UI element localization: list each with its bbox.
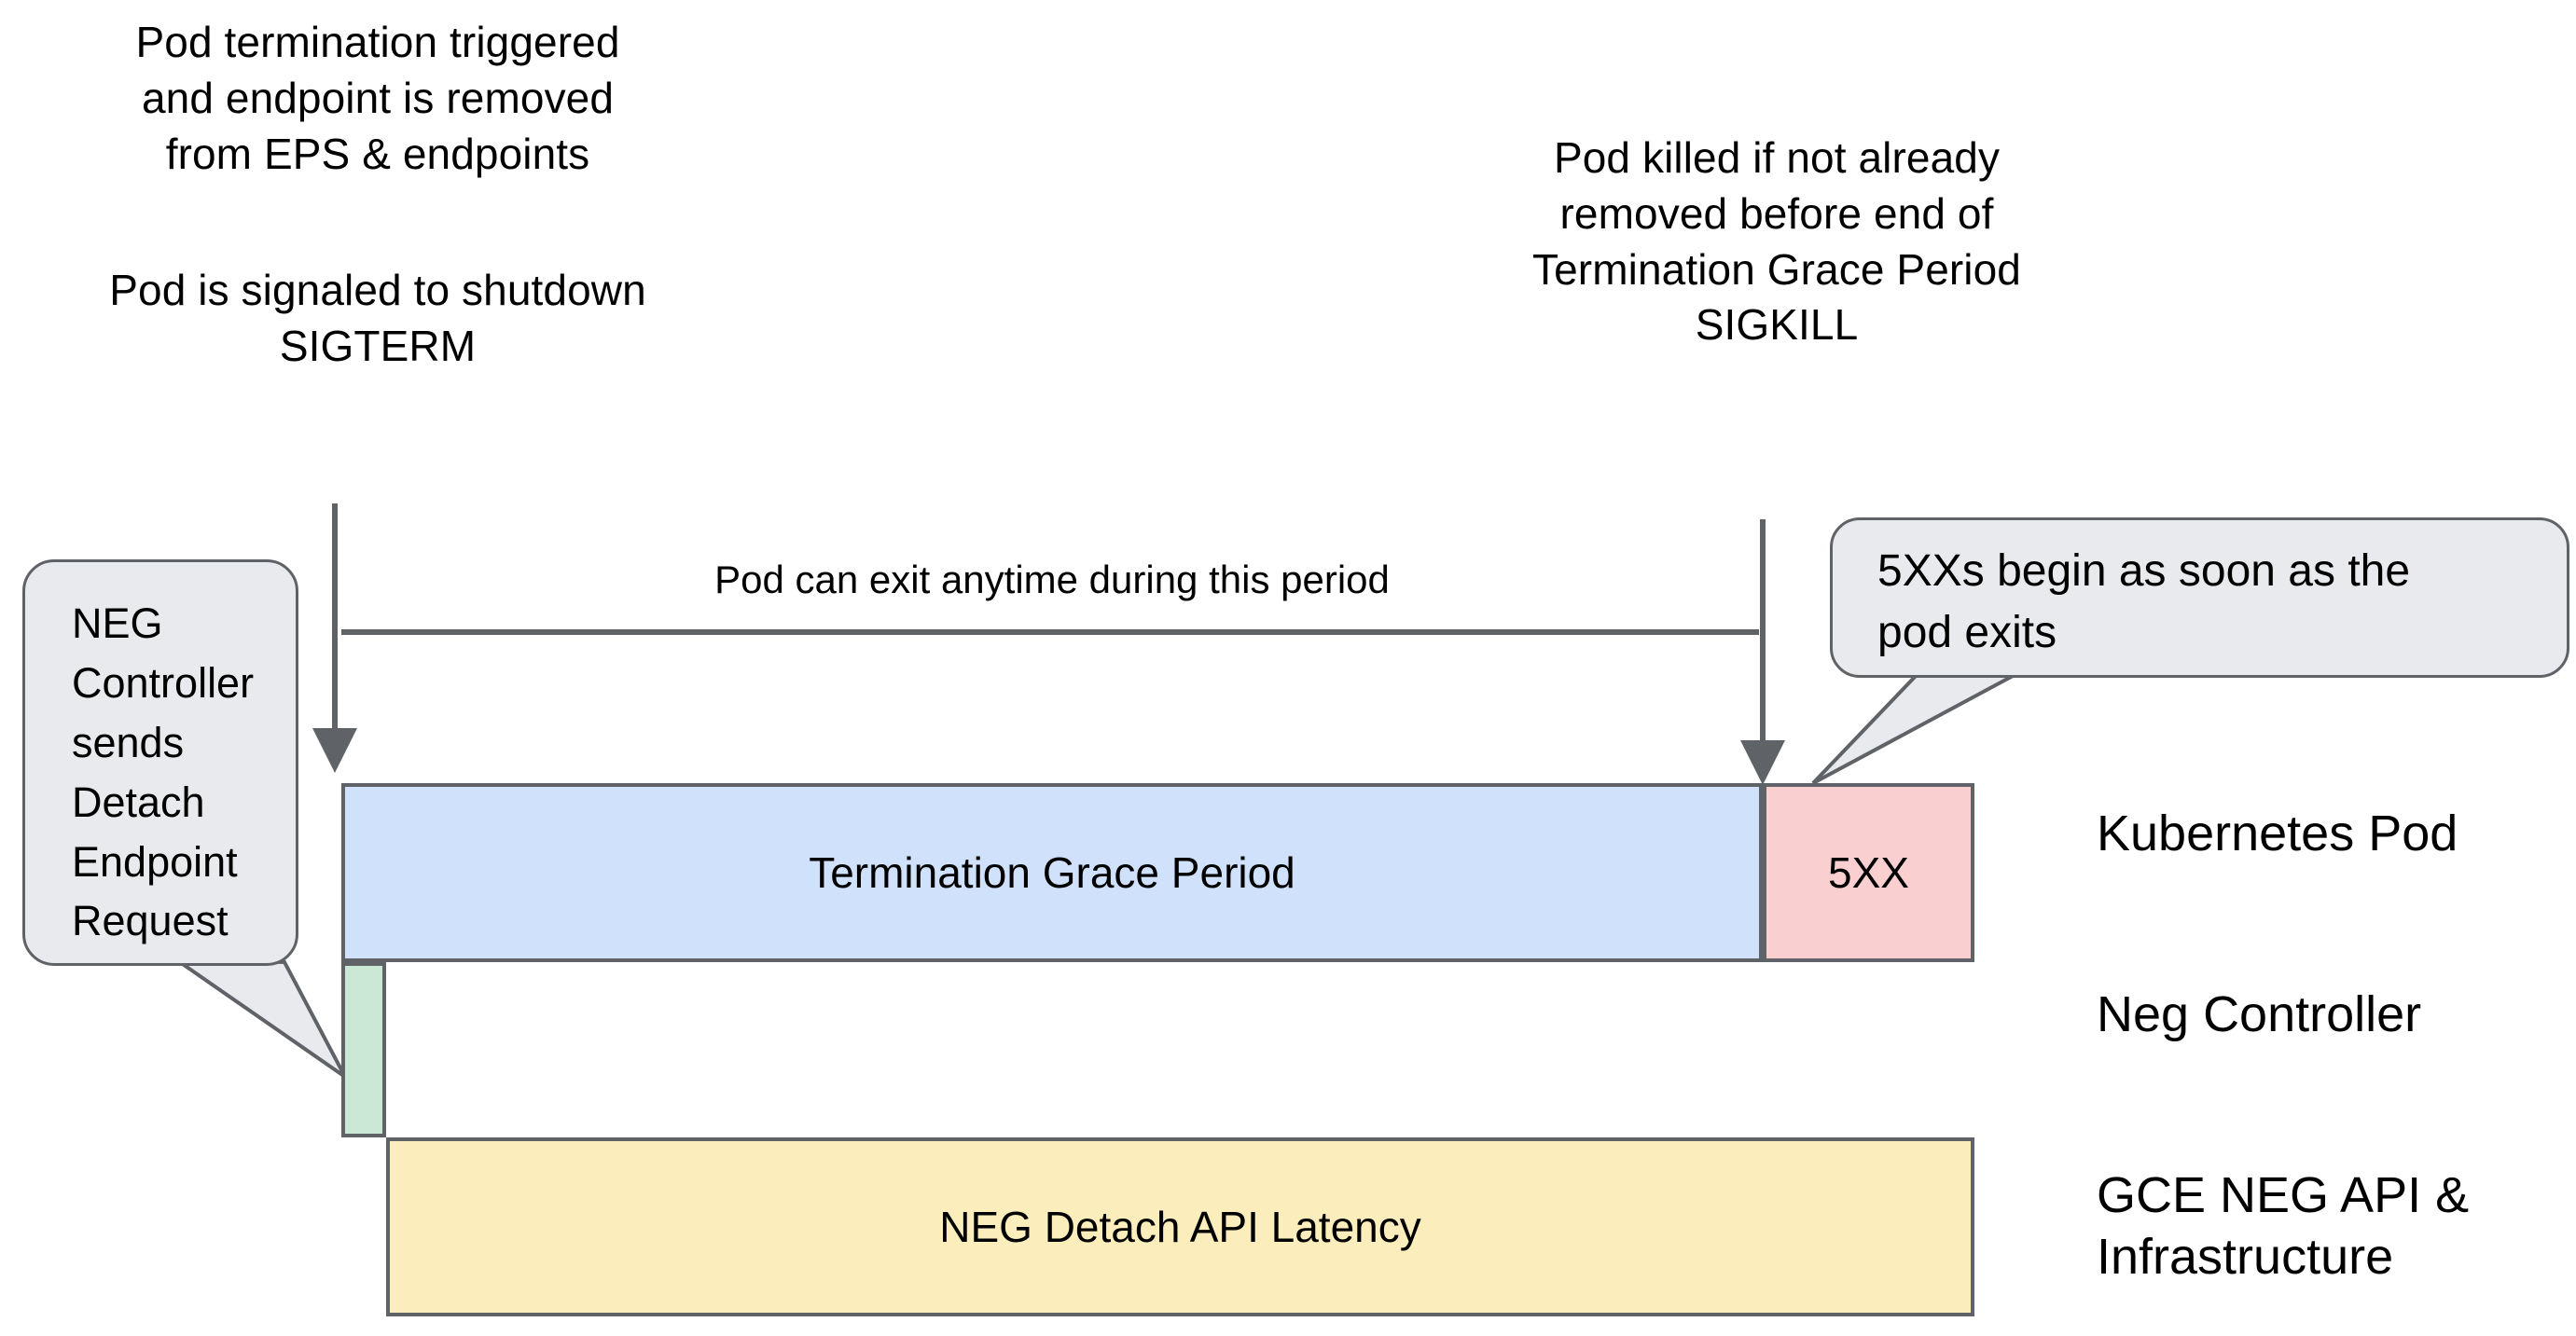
callout-5xx-begin: 5XXs begin as soon as the pod exits	[1830, 517, 2569, 678]
note-pod-sigkill: Pod killed if not already removed before…	[1532, 133, 2021, 350]
bar-5xx-label: 5XX	[1828, 848, 1909, 897]
note-pod-sigterm: Pod is signaled to shutdown SIGTERM	[109, 266, 646, 370]
bar-termination-grace-period[interactable]: Termination Grace Period	[341, 783, 1763, 962]
lane-label-neg-controller: Neg Controller	[2097, 986, 2422, 1042]
callout-neg-controller-detach: NEG Controller sends Detach Endpoint Req…	[22, 559, 298, 966]
bar-5xx[interactable]: 5XX	[1763, 783, 1974, 962]
bar-neg-detach-api-latency[interactable]: NEG Detach API Latency	[386, 1137, 1974, 1316]
bar-termination-grace-period-label: Termination Grace Period	[809, 848, 1295, 897]
bar-neg-detach-api-latency-label: NEG Detach API Latency	[939, 1203, 1421, 1251]
neg-callout-tail-icon	[171, 957, 347, 1079]
fivexx-callout-tail-icon	[1811, 673, 2015, 785]
bar-neg-detach-request[interactable]	[341, 962, 386, 1137]
lane-label-gce-neg-api: GCE NEG API & Infrastructure	[2097, 1167, 2470, 1285]
lane-label-kubernetes-pod: Kubernetes Pod	[2097, 806, 2458, 861]
note-pod-termination: Pod termination triggered and endpoint i…	[135, 18, 620, 178]
period-caption: Pod can exit anytime during this period	[714, 558, 1390, 601]
